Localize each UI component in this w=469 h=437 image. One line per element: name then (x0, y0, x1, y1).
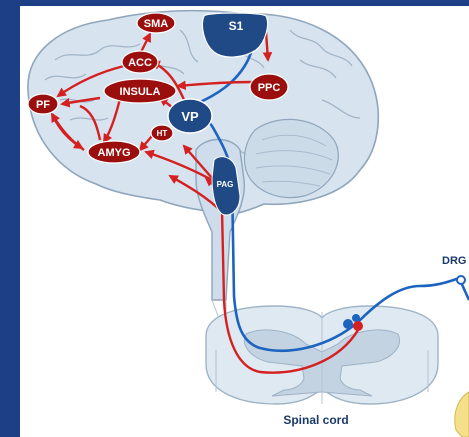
pag-label: PAG (217, 180, 234, 189)
sma-label: SMA (144, 18, 169, 30)
dorsal-horn-red-synapse (353, 321, 363, 331)
ppc-label: PPC (258, 82, 281, 94)
amyg-label: AMYG (98, 147, 131, 159)
s1-label: S1 (229, 19, 244, 33)
cerebellum (244, 119, 338, 197)
vp-label: VP (181, 109, 199, 124)
insula-label: INSULA (120, 86, 161, 98)
acc-label: ACC (128, 57, 152, 69)
spinal-cord-label: Spinal cord (283, 413, 348, 427)
dorsal-horn-blue-terminal (352, 314, 360, 322)
ht-label: HT (157, 129, 168, 138)
drg-label: DRG (442, 255, 466, 267)
dorsal-horn-blue-synapse (343, 319, 353, 329)
spinal-cord-section (206, 306, 438, 404)
drg-cell-body (457, 276, 465, 284)
pf-label: PF (36, 99, 50, 111)
